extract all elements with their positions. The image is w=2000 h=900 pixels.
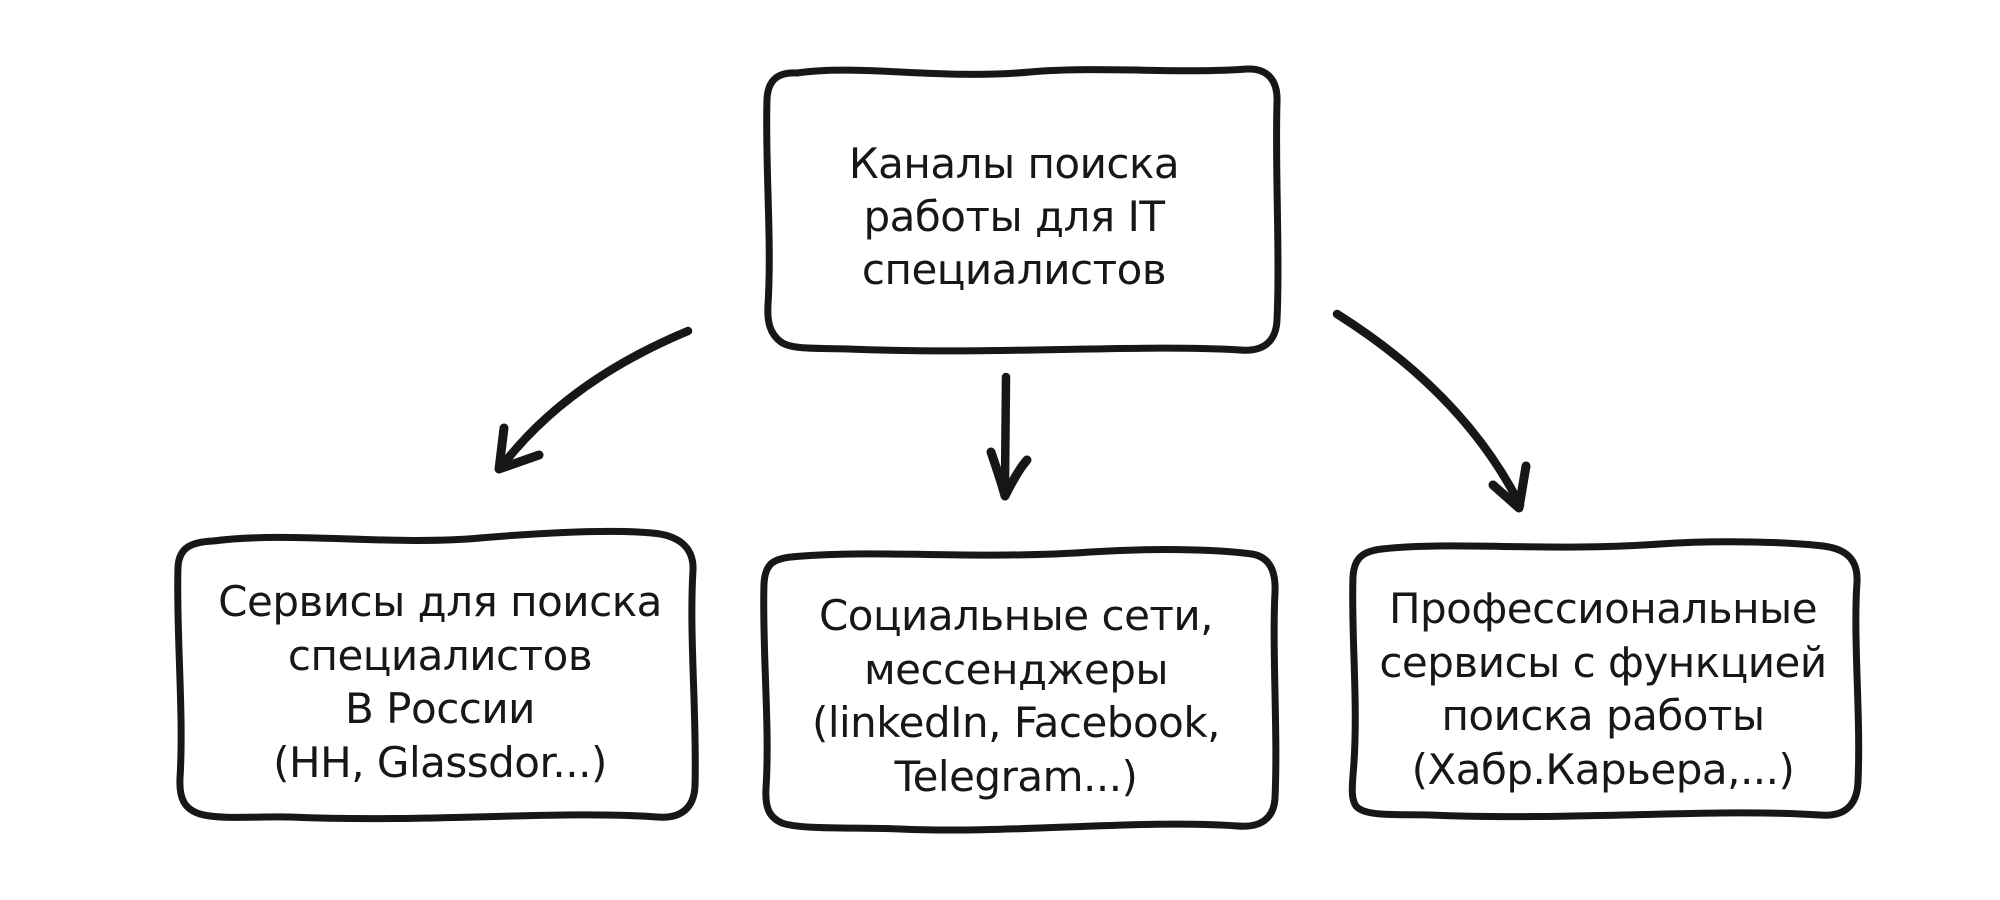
social-networks-line: Социальные сети, xyxy=(819,591,1213,640)
social-networks-line: (linkedIn, Facebook, xyxy=(812,698,1220,747)
russia-services-line: Сервисы для поиска xyxy=(218,577,662,626)
arrow-head-icon xyxy=(494,423,544,474)
russia-services-box-outline xyxy=(174,527,699,823)
professional-services-line: Профессиональные xyxy=(1389,584,1817,633)
professional-services-line: (Хабр.Карьера,...) xyxy=(1412,745,1795,794)
arrow-shaft xyxy=(1000,372,1011,489)
russia-services-line: специалистов xyxy=(288,631,592,680)
arrow-head-icon xyxy=(986,447,1032,501)
arrow-shaft xyxy=(1332,309,1525,510)
arrow-root-to-social-networks xyxy=(986,372,1032,501)
node-professional-services: Профессиональные сервисы с функцией поис… xyxy=(1348,538,1863,821)
root-box-outline xyxy=(763,65,1282,355)
professional-services-box-outline xyxy=(1348,538,1863,821)
node-root: Каналы поиска работы для IT специалистов xyxy=(763,65,1282,355)
professional-services-line: сервисы с функцией xyxy=(1379,638,1826,687)
node-social-networks: Социальные сети, мессенджеры (linkedIn, … xyxy=(760,546,1280,834)
arrow-root-to-russia-services xyxy=(494,326,693,474)
root-box-line: Каналы поиска xyxy=(849,139,1179,188)
social-networks-line: Telegram...) xyxy=(894,752,1138,801)
arrow-shaft xyxy=(500,326,693,467)
root-box-line: работы для IT xyxy=(863,192,1165,241)
russia-services-line: (HH, Glassdor...) xyxy=(273,738,607,787)
russia-services-line: В России xyxy=(345,684,535,733)
professional-services-line: поиска работы xyxy=(1441,691,1764,740)
social-networks-line: мессенджеры xyxy=(864,645,1168,694)
root-box-line: специалистов xyxy=(862,245,1166,294)
arrow-root-to-professional-services xyxy=(1332,309,1531,513)
node-russia-services: Сервисы для поиска специалистов В России… xyxy=(174,527,699,823)
social-networks-box-outline xyxy=(760,546,1280,834)
arrow-head-icon xyxy=(1488,461,1531,513)
